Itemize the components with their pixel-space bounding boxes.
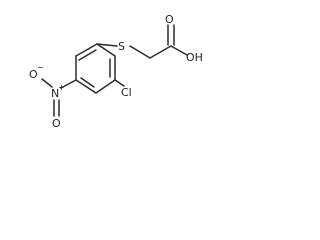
methylene-to-carbonyl-bond xyxy=(149,45,172,59)
ring-to-nitrogen-bond xyxy=(60,79,77,89)
chemical-structure-diagram: S O OH Cl N + O − O xyxy=(29,13,203,130)
sulfur-to-methylene-bond xyxy=(129,45,151,59)
nitro-group xyxy=(41,78,77,117)
benzene-ring xyxy=(75,43,116,94)
ring-bond-lower-right xyxy=(95,79,116,94)
ring-bond-lower-left-inner xyxy=(80,77,95,88)
ring-bond-lower-left xyxy=(75,79,97,94)
nitro-oxygen-top-label: O xyxy=(29,68,38,81)
nitro-nitrogen-charge: + xyxy=(58,83,65,92)
ring-bond-top xyxy=(75,43,98,57)
side-chain xyxy=(96,24,188,59)
nitro-oxygen-bottom-label: O xyxy=(52,117,61,130)
ring-bond-upper-right xyxy=(96,43,116,57)
nitro-oxygen-top-charge: − xyxy=(37,63,44,72)
chlorine-label: Cl xyxy=(121,86,132,99)
carbonyl-oxygen-label: O xyxy=(165,13,174,26)
ring-bond-top-inner xyxy=(78,49,97,61)
nitrogen-to-oxygen-top-bond xyxy=(41,78,53,88)
carbonyl-to-hydroxyl-bond xyxy=(170,45,188,56)
hydroxyl-label: OH xyxy=(186,51,203,64)
ring-to-chlorine-bond xyxy=(114,79,125,87)
nitro-nitrogen-label: N xyxy=(51,87,59,100)
sulfur-label: S xyxy=(118,40,125,53)
ring-to-sulfur-bond xyxy=(96,43,118,47)
